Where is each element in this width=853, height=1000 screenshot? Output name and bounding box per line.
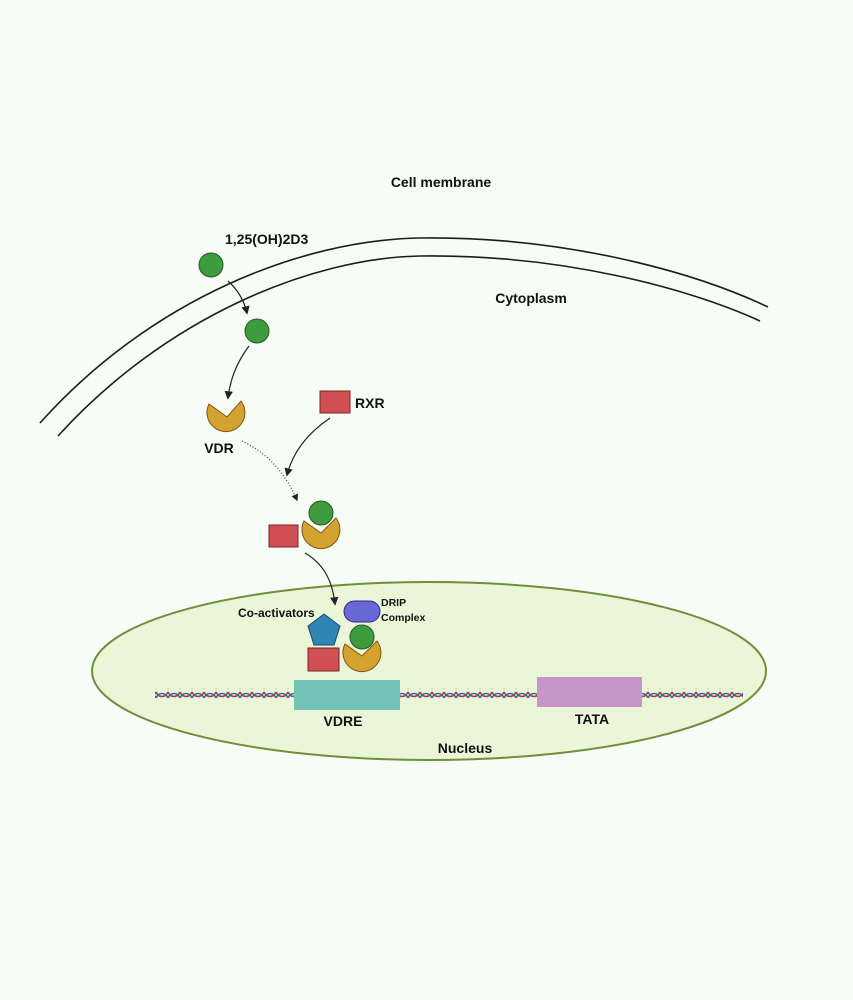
ligand-extracellular <box>198 252 224 278</box>
vdr-rxr-complex-nucleus <box>307 624 382 673</box>
arrow-ligand-to-vdr <box>224 345 250 400</box>
label-vdre: VDRE <box>324 713 363 729</box>
label-ligand: 1,25(OH)2D3 <box>225 231 308 247</box>
ligand-cytoplasmic <box>244 318 270 344</box>
coactivator-shape <box>307 613 341 646</box>
arrow-vdr-to-complex <box>241 440 298 502</box>
rxr-receptor <box>319 390 351 414</box>
label-coactivators: Co-activators <box>238 606 315 620</box>
tata-box <box>537 677 642 707</box>
label-vdr: VDR <box>204 440 234 456</box>
dna-strand <box>155 688 743 698</box>
cell-membrane <box>39 237 769 437</box>
vdre-box <box>294 680 400 710</box>
arrow-complex-to-nucleus <box>304 552 339 606</box>
vdr-rxr-complex-cytoplasm <box>268 500 341 550</box>
label-cytoplasm: Cytoplasm <box>495 290 567 306</box>
vdr-receptor <box>206 400 246 433</box>
label-nucleus: Nucleus <box>438 740 493 756</box>
label-drip-line2: Complex <box>381 612 426 624</box>
drip-complex-shape <box>343 600 381 623</box>
arrow-rxr-to-complex <box>284 417 331 477</box>
label-drip-line1: DRIP <box>381 597 406 609</box>
pathway-arrows <box>224 280 339 606</box>
nucleus <box>91 581 767 761</box>
label-tata: TATA <box>575 711 609 727</box>
arrow-ligand-entry <box>227 280 250 315</box>
label-cell-membrane: Cell membrane <box>391 174 492 190</box>
label-rxr: RXR <box>355 395 385 411</box>
